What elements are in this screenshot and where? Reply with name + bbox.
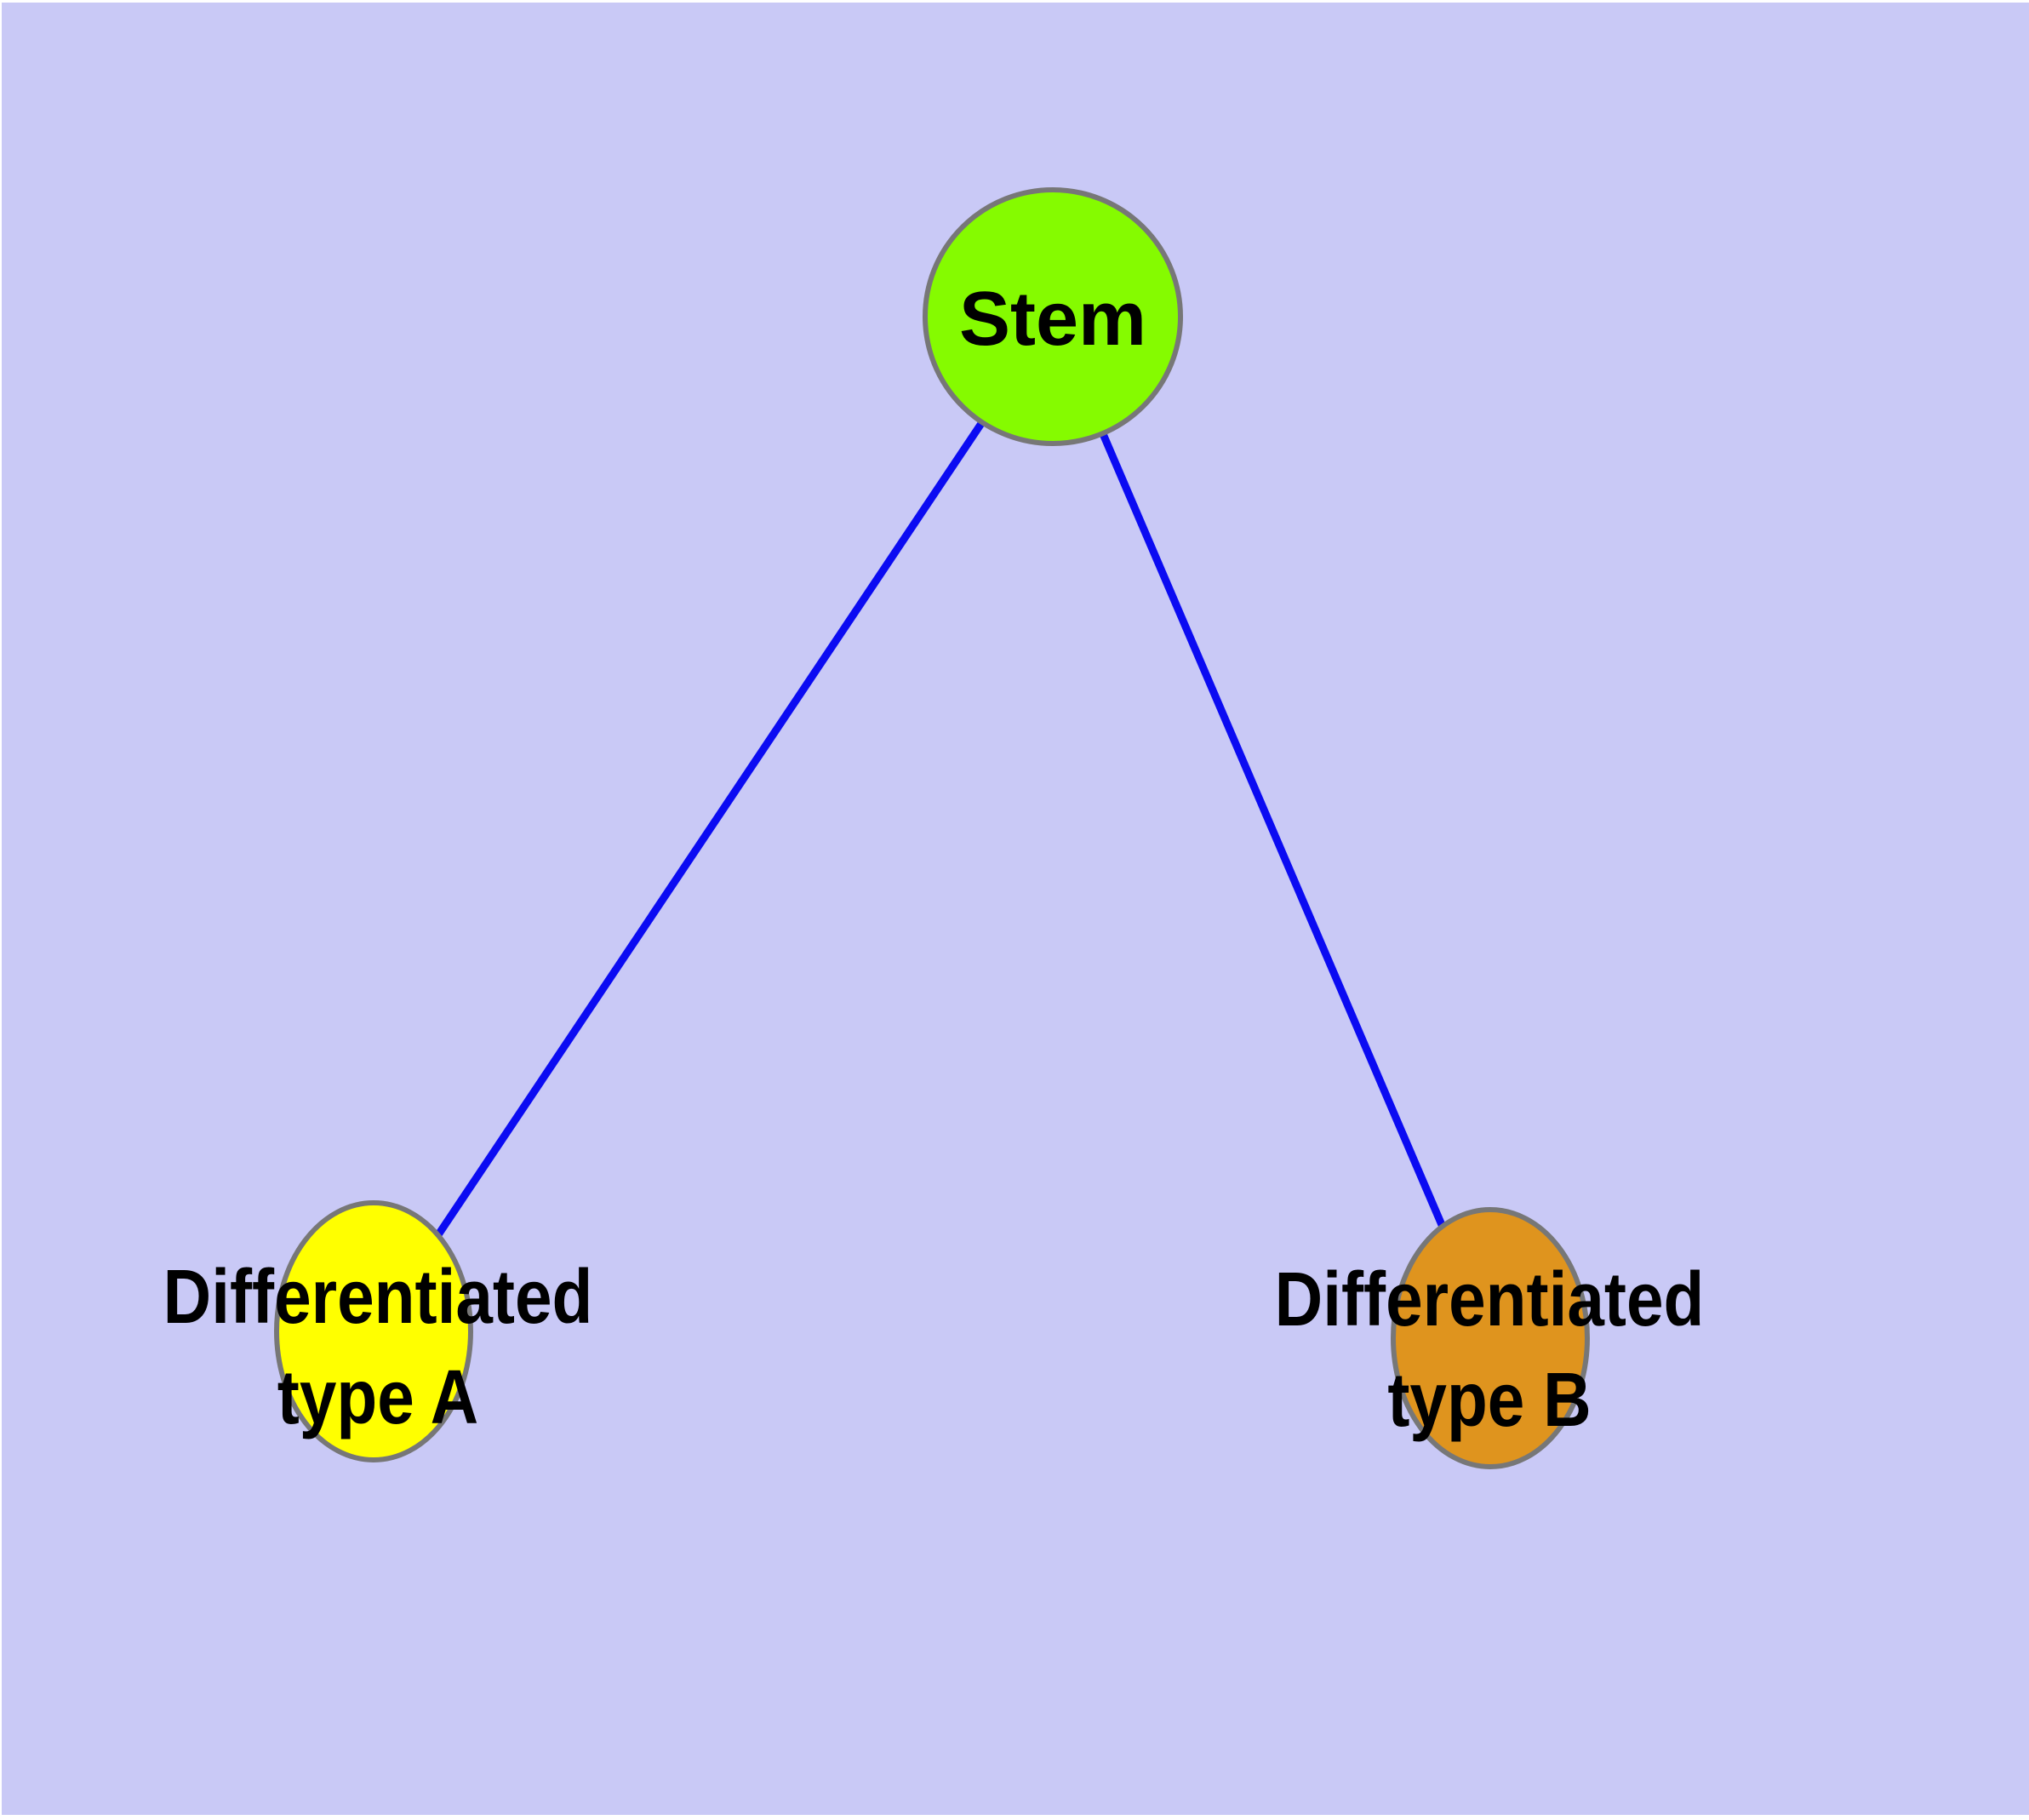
node-type-a-label: Differentiated type A	[163, 1255, 593, 1440]
node-type-b	[1391, 1207, 1590, 1469]
node-type-b-label: Differentiated type B	[1274, 1257, 1705, 1443]
node-type-a	[274, 1200, 473, 1462]
node-stem-label: Stem	[958, 277, 1147, 362]
edge-stem-to-type-b	[1049, 315, 1495, 1340]
node-stem	[923, 187, 1183, 446]
edge-stem-to-type-a	[370, 314, 1056, 1334]
